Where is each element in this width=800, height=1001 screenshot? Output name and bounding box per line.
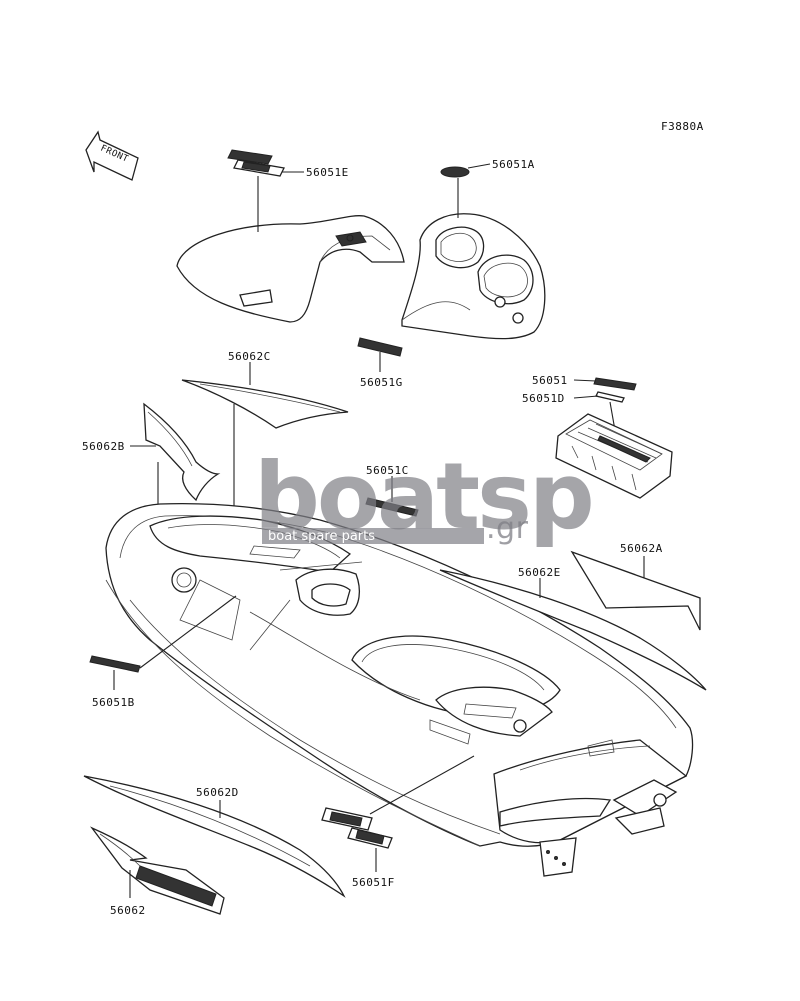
part-label-56051d: 56051D <box>522 392 565 405</box>
part-label-56062b: 56062B <box>82 440 125 453</box>
part-label-56062c: 56062C <box>228 350 271 363</box>
part-label-56051e: 56051E <box>306 166 349 179</box>
stripe-56062e <box>439 569 707 691</box>
intake-grille-illustration <box>555 413 673 499</box>
watermark-suffix: .gr <box>486 511 529 546</box>
front-arrow-icon: FRONT <box>85 130 139 181</box>
part-label-56062: 56062 <box>110 904 146 917</box>
decal-56051b <box>89 655 141 673</box>
stripe-56062b <box>143 402 221 502</box>
stripe-56062c <box>181 379 349 429</box>
stripe-56062d <box>83 775 346 898</box>
decal-56062-jetski <box>89 826 225 915</box>
decal-56051d <box>595 391 625 403</box>
decal-56051a <box>440 166 470 178</box>
part-label-56051: 56051 <box>532 374 568 387</box>
watermark-logo: boatsp .gr boat spare parts <box>254 443 595 550</box>
part-label-56051g: 56051G <box>360 376 403 389</box>
console-illustration <box>401 213 546 340</box>
watermark-tagline: boat spare parts <box>268 529 375 544</box>
decal-56051f <box>321 807 393 849</box>
part-label-56051a: 56051A <box>492 158 535 171</box>
part-label-56062d: 56062D <box>196 786 239 799</box>
part-label-56051c: 56051C <box>366 464 409 477</box>
part-label-56051f: 56051F <box>352 876 395 889</box>
hull-illustration <box>105 502 694 877</box>
part-label-56062a: 56062A <box>620 542 663 555</box>
decal-56051 <box>593 377 637 391</box>
part-label-56051b: 56051B <box>92 696 135 709</box>
decal-56051c <box>365 497 419 517</box>
stripe-56062a <box>570 550 701 631</box>
decal-56051e <box>227 149 285 177</box>
figure-code: F3880A <box>661 120 704 133</box>
watermark-brand: boatsp <box>254 443 592 550</box>
decal-56051g <box>357 337 403 357</box>
part-label-56062e: 56062E <box>518 566 561 579</box>
seat-illustration <box>176 215 405 323</box>
